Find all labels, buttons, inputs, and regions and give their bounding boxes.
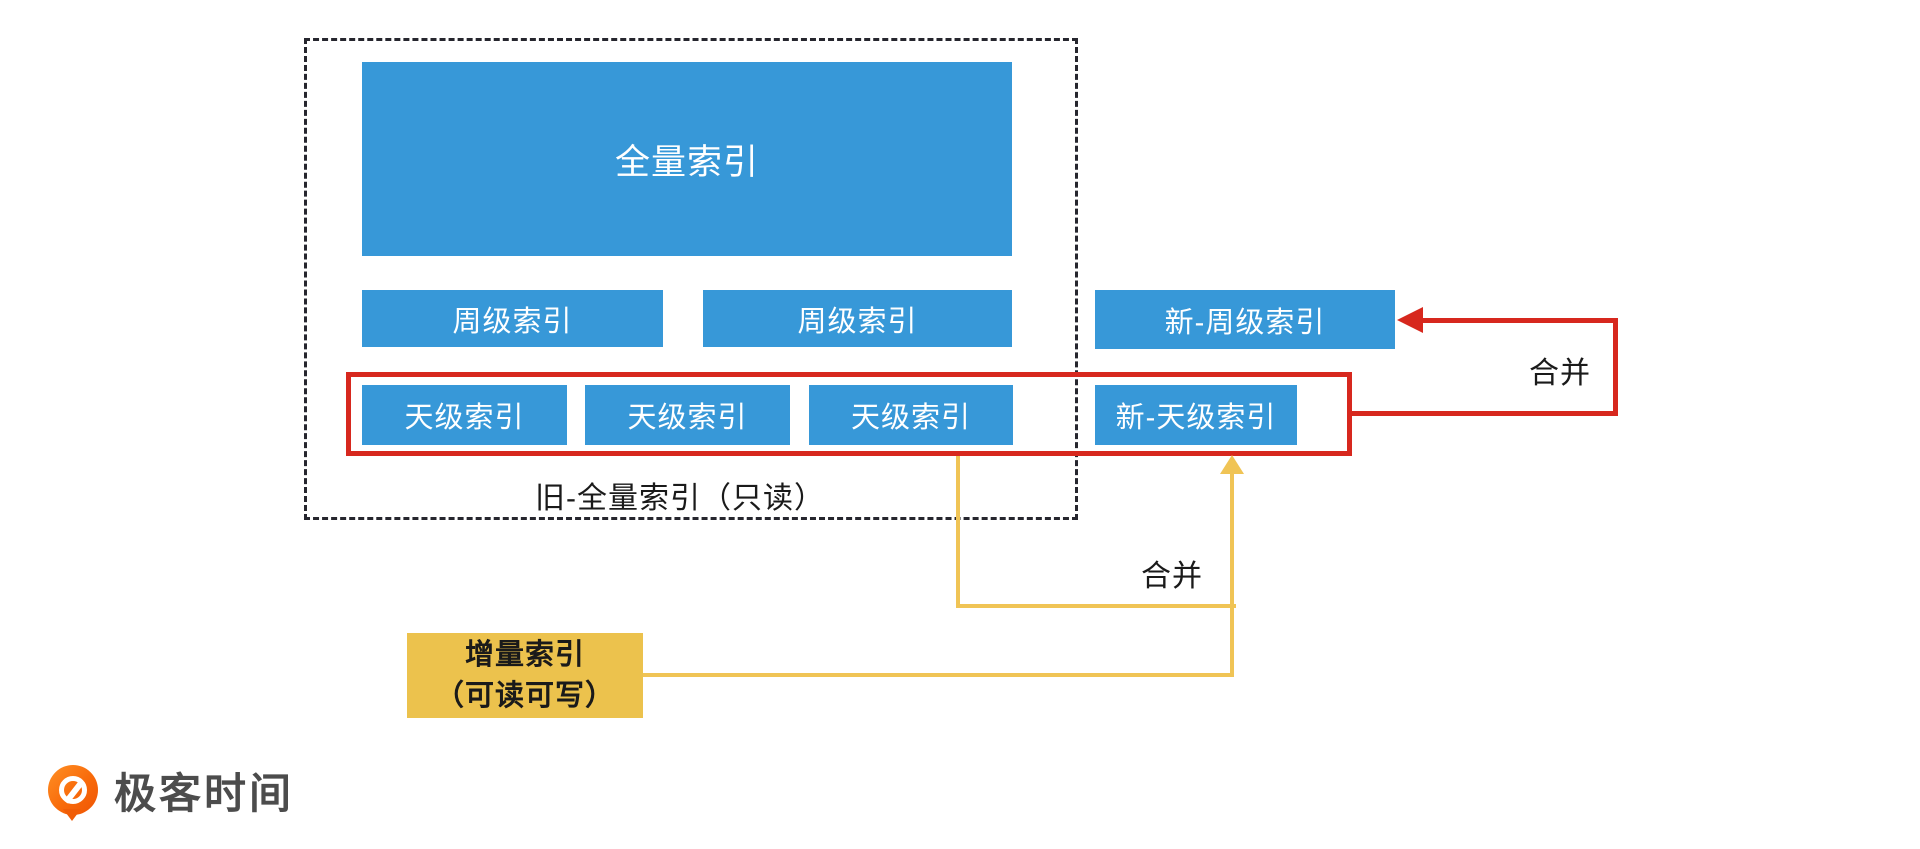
new-day-index-box: 新-天级索引 [1095, 385, 1297, 445]
incremental-index-box: 增量索引 （可读可写） [407, 633, 643, 718]
geektime-logo-icon [48, 765, 98, 821]
yellow-merge-line-from-incremental [643, 673, 1234, 677]
day-index-label-1: 天级索引 [404, 402, 525, 434]
logo-ring [59, 776, 87, 804]
full-index-label: 全量索引 [614, 142, 759, 182]
yellow-merge-line-vertical [1230, 472, 1234, 677]
full-index-box: 全量索引 [362, 62, 1012, 256]
incremental-index-label-line1: 增量索引 [464, 638, 585, 671]
merge-label-yellow: 合并 [1141, 560, 1203, 593]
new-week-index-box: 新-周级索引 [1095, 290, 1395, 349]
red-merge-line-right [1613, 318, 1618, 416]
week-index-box-1: 周级索引 [362, 290, 663, 347]
incremental-index-label-line2: （可读可写） [434, 679, 615, 712]
logo-tail [63, 809, 81, 821]
new-day-index-label: 新-天级索引 [1115, 402, 1277, 434]
merge-label-red: 合并 [1529, 357, 1591, 390]
yellow-merge-line-connector [956, 604, 1236, 608]
week-index-label-2: 周级索引 [797, 305, 918, 338]
red-arrowhead-left-icon [1397, 307, 1423, 333]
day-index-box-1: 天级索引 [362, 385, 567, 445]
brand-footer: 极客时间 [48, 758, 368, 822]
day-index-label-3: 天级索引 [850, 402, 971, 434]
week-index-label-1: 周级索引 [452, 305, 573, 338]
day-level-highlight-rect [346, 372, 1352, 456]
red-merge-line-top [1420, 318, 1618, 323]
day-index-box-2: 天级索引 [585, 385, 790, 445]
yellow-merge-line-from-day-index [956, 456, 960, 608]
yellow-arrowhead-up-icon [1220, 455, 1244, 474]
brand-name: 极客时间 [114, 769, 295, 817]
red-merge-line-bottom [1352, 411, 1618, 416]
new-week-index-label: 新-周级索引 [1164, 306, 1326, 339]
day-index-label-2: 天级索引 [627, 402, 748, 434]
old-full-index-caption: 旧-全量索引（只读） [535, 482, 825, 515]
week-index-box-2: 周级索引 [703, 290, 1012, 347]
old-full-index-container [304, 38, 1078, 520]
day-index-box-3: 天级索引 [809, 385, 1013, 445]
